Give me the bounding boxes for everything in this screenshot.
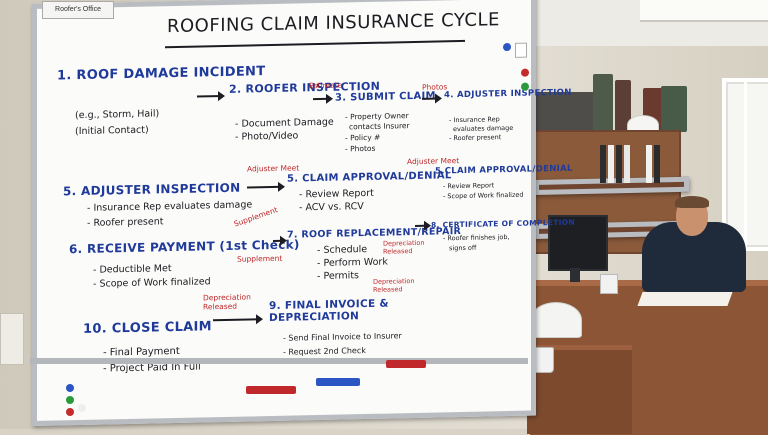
step-4-line: - Roofer present xyxy=(449,133,502,143)
step-5-line: - Roofer present xyxy=(87,216,164,229)
computer-monitor xyxy=(548,215,608,271)
step-7-line: - Perform Work xyxy=(317,256,388,270)
note-estimate: Estimate xyxy=(309,80,343,91)
step-10-title: 10. CLOSE CLAIM xyxy=(83,319,212,337)
step-5c-line: - Review Report xyxy=(443,181,495,191)
desk-papers xyxy=(637,292,733,306)
note-adjuster-meet-2: Adjuster Meet xyxy=(407,156,460,167)
step-3-line: contacts Insurer xyxy=(349,121,410,132)
step-3-title: 3. SUBMIT CLAIM xyxy=(335,90,436,104)
note-depreciation-released-3: Depreciation Released xyxy=(203,292,251,312)
step-2-line: - Document Damage xyxy=(235,116,334,130)
step-5-title: 5. ADJUSTER INSPECTION xyxy=(63,180,241,199)
step-9-title: 9. FINAL INVOICE & DEPRECIATION xyxy=(269,297,389,325)
coffee-mug-2 xyxy=(600,274,618,294)
light-switch xyxy=(0,313,24,365)
step-4-line: evaluates damage xyxy=(453,123,514,134)
step-5b-line: - ACV vs. RCV xyxy=(299,201,364,214)
note-depreciation-released-2: Depreciation Released xyxy=(373,276,415,294)
step-1-line: (e.g., Storm, Hail) xyxy=(75,108,160,122)
step-5b-title: 5. CLAIM APPROVAL/DENIAL xyxy=(287,170,452,185)
office-window xyxy=(722,78,768,251)
step-6-line: - Deductible Met xyxy=(93,263,172,276)
step-3-line: - Photos xyxy=(345,143,376,154)
note-supplement-2: Supplement xyxy=(237,253,283,264)
step-5c-line: - Scope of Work finalized xyxy=(443,190,524,201)
step-5b-line: - Review Report xyxy=(299,187,374,201)
step-7-line: - Schedule xyxy=(317,243,368,257)
step-5-line: - Insurance Rep evaluates damage xyxy=(87,199,253,214)
step-8-line: - Roofer finishes job, xyxy=(443,232,510,243)
step-7-line: - Permits xyxy=(317,270,359,283)
ceiling-light xyxy=(640,0,768,22)
step-2-line: - Photo/Video xyxy=(235,130,299,143)
step-3-line: - Policy # xyxy=(345,132,381,143)
marker-tray xyxy=(30,358,528,364)
board-title: ROOFING CLAIM INSURANCE CYCLE xyxy=(167,9,500,38)
step-8-line: signs off xyxy=(449,243,477,253)
note-adjuster-meet-1: Adjuster Meet xyxy=(247,163,300,174)
step-1-line: (Initial Contact) xyxy=(75,124,149,138)
hard-hat-on-desk xyxy=(530,302,582,338)
step-3-line: - Property Owner xyxy=(345,111,409,122)
step-6-line: - Scope of Work finalized xyxy=(93,276,211,290)
step-10-line: - Final Payment xyxy=(103,345,180,359)
step-1-title: 1. ROOF DAMAGE INCIDENT xyxy=(57,64,266,84)
step-4-line: - Insurance Rep xyxy=(449,115,500,125)
office-sign: Roofer's Office xyxy=(42,1,114,19)
red-marker-2 xyxy=(386,360,426,368)
roofing-material-samples xyxy=(535,72,690,132)
red-marker xyxy=(246,386,296,394)
step-9-line: - Send Final Invoice to Insurer xyxy=(283,331,402,343)
note-depreciation-released-1: Depreciation Released xyxy=(383,238,425,256)
blue-marker xyxy=(316,378,360,386)
step-9-line: - Request 2nd Check xyxy=(283,346,366,357)
